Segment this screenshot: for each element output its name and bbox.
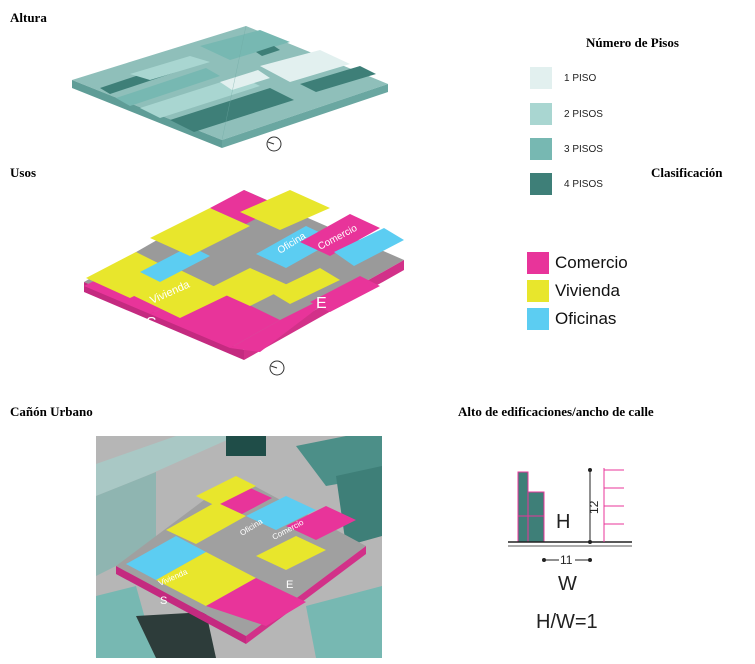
- legend-label: Oficinas: [555, 309, 617, 328]
- hw-diagram: H 12 11 W H/W=1: [508, 468, 632, 633]
- legend-label: 4 PISOS: [564, 178, 603, 190]
- heading-usos: Usos: [10, 165, 37, 180]
- legend-swatch: [527, 308, 549, 330]
- legend-vivienda: Vivienda: [527, 280, 620, 302]
- legend-4-pisos: 4 PISOS: [530, 173, 603, 195]
- legend-comercio: Comercio: [527, 252, 628, 274]
- heading-alto-ancho: Alto de edificaciones/ancho de calle: [458, 404, 654, 419]
- legend-swatch: [527, 252, 549, 274]
- heading-canon-urbano: Cañón Urbano: [10, 404, 93, 419]
- legend-2-pisos: 2 PISOS: [530, 103, 603, 125]
- heading-altura: Altura: [10, 10, 47, 25]
- heading-numero-pisos: Número de Pisos: [586, 35, 679, 50]
- legend-swatch: [530, 173, 552, 195]
- hw-h-label: H: [556, 511, 570, 533]
- legend-label: 3 PISOS: [564, 143, 603, 155]
- legend-3-pisos: 3 PISOS: [530, 138, 603, 160]
- heading-clasificacion: Clasificación: [651, 165, 723, 180]
- legend-label: Comercio: [555, 253, 628, 272]
- legend-swatch: [527, 280, 549, 302]
- canon-label-e: E: [286, 579, 293, 591]
- hw-w-value: 11: [560, 553, 573, 567]
- usos-label-s: S: [146, 315, 157, 332]
- canon-label-s: S: [160, 595, 167, 607]
- altura-block-diagram: [72, 25, 388, 152]
- hw-ratio: H/W=1: [536, 611, 598, 633]
- usos-block-diagram: Oficina Comercio Vivienda S E: [84, 190, 404, 376]
- legend-oficinas: Oficinas: [527, 308, 616, 330]
- legend-1-piso: 1 PISO: [530, 67, 596, 89]
- usos-label-e: E: [316, 295, 327, 312]
- legend-swatch: [530, 103, 552, 125]
- legend-swatch: [530, 138, 552, 160]
- canon-urbano-diagram: Oficina Comercio Vivienda S E: [96, 436, 382, 658]
- legend-label: 2 PISOS: [564, 108, 603, 120]
- legend-label: Vivienda: [555, 281, 620, 300]
- hw-h-value: 12: [587, 500, 601, 514]
- legend-label: 1 PISO: [564, 72, 597, 84]
- legend-swatch: [530, 67, 552, 89]
- hw-w-label: W: [558, 573, 577, 595]
